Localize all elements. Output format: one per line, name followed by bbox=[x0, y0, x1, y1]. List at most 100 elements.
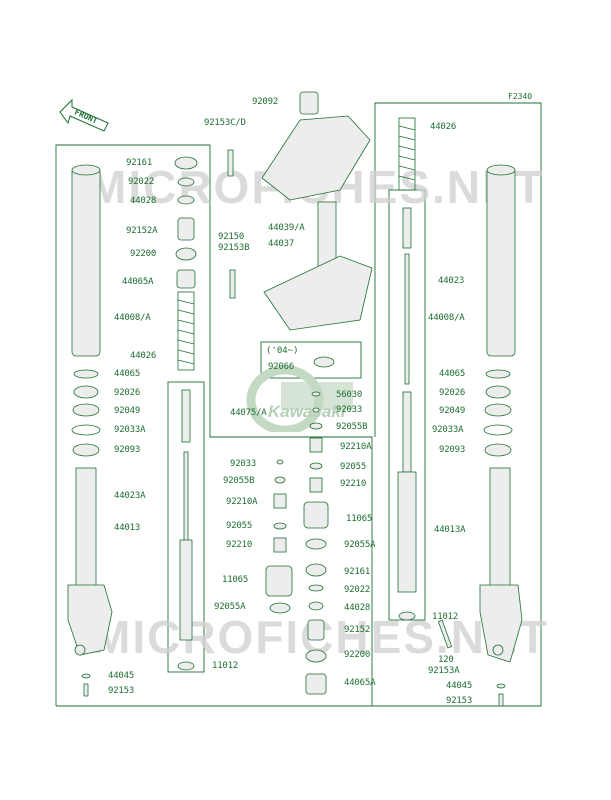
part-label-44013a: 44013A bbox=[434, 525, 466, 535]
part-label-92026: 92026 bbox=[114, 388, 141, 398]
part-label-92033: 92033 bbox=[336, 405, 363, 415]
part-92055b-c2 bbox=[274, 476, 286, 484]
part-label-44065: 44065 bbox=[439, 369, 466, 379]
part-label-92153c-d: 92153C/D bbox=[204, 118, 246, 128]
part-label-92026: 92026 bbox=[439, 388, 466, 398]
part-92055b-c1 bbox=[309, 422, 323, 430]
rod-right bbox=[397, 207, 417, 593]
right-fork-frame bbox=[372, 102, 542, 707]
part-label-44045: 44045 bbox=[108, 671, 135, 681]
part-11012-left bbox=[177, 661, 195, 671]
part-92022-left bbox=[177, 177, 195, 187]
part-label-44013: 44013 bbox=[114, 523, 141, 533]
part-label-92161: 92161 bbox=[344, 567, 371, 577]
part-44065a-left bbox=[176, 269, 196, 289]
figure-id: F2340 bbox=[508, 92, 533, 101]
part-label-92055b: 92055B bbox=[223, 476, 255, 486]
outer-tube-left bbox=[67, 467, 113, 656]
part-92152-c bbox=[307, 619, 325, 641]
part-11012-right bbox=[398, 611, 416, 621]
spring-left bbox=[177, 291, 195, 371]
part-92022-c bbox=[308, 584, 324, 592]
part-44045-left bbox=[81, 673, 91, 679]
part-92210a-c2 bbox=[273, 493, 287, 509]
part-92210-c2 bbox=[273, 537, 287, 553]
part-label-92092: 92092 bbox=[252, 97, 279, 107]
part-label-92150: 92150 bbox=[218, 232, 245, 242]
part-label-11065: 11065 bbox=[222, 575, 249, 585]
part-label-44026: 44026 bbox=[130, 351, 157, 361]
part-label-44037: 44037 bbox=[268, 239, 295, 249]
part-label-44028: 44028 bbox=[130, 196, 157, 206]
bolt-92153-left bbox=[83, 683, 89, 697]
part-label-120: 120 bbox=[438, 655, 454, 665]
bolt-120 bbox=[437, 619, 453, 649]
part-44065a-c bbox=[305, 673, 327, 695]
part-label-44008-a: 44008/A bbox=[428, 313, 465, 323]
part-44065-left bbox=[73, 369, 99, 379]
part-92093-right bbox=[484, 443, 512, 457]
part-92033a-left bbox=[71, 424, 101, 436]
part-label-44075-a: 44075/A bbox=[230, 408, 267, 418]
part-label-92210a: 92210A bbox=[226, 497, 258, 507]
part-label-92055: 92055 bbox=[226, 521, 253, 531]
part-44028-left bbox=[177, 195, 195, 205]
part-label-44026: 44026 bbox=[430, 122, 457, 132]
part-label-44023: 44023 bbox=[438, 276, 465, 286]
part-label-92022: 92022 bbox=[128, 177, 155, 187]
part-92026-left bbox=[73, 385, 99, 399]
part-label-92210a: 92210A bbox=[340, 442, 372, 452]
part-label-11065: 11065 bbox=[346, 514, 373, 524]
part-92200-left bbox=[175, 247, 197, 261]
part-92161-left bbox=[174, 156, 198, 170]
part-92033a-right bbox=[483, 424, 513, 436]
part-label-92152: 92152 bbox=[344, 625, 371, 635]
part-label-44039-a: 44039/A bbox=[268, 223, 305, 233]
fork-tube-right bbox=[486, 164, 516, 357]
part-92066 bbox=[313, 356, 335, 368]
part-label-44065a: 44065A bbox=[122, 277, 154, 287]
part-label-92200: 92200 bbox=[130, 249, 157, 259]
bolt-92153-right bbox=[498, 693, 504, 707]
part-label-92093: 92093 bbox=[439, 445, 466, 455]
part-44045-right bbox=[496, 683, 506, 689]
inner-left-cartridge-frame bbox=[167, 381, 205, 673]
bolt-92153cd bbox=[227, 149, 234, 177]
part-label-92055: 92055 bbox=[340, 462, 367, 472]
part-92026-right bbox=[485, 385, 511, 399]
part-44028-c bbox=[308, 601, 324, 611]
part-44065-right bbox=[485, 369, 511, 379]
part-label-11012: 11012 bbox=[212, 661, 239, 671]
steering-stem bbox=[263, 201, 373, 331]
part-92033-c1 bbox=[312, 407, 320, 413]
part-label-92153b: 92153B bbox=[218, 243, 250, 253]
part-11065-c2 bbox=[265, 565, 293, 597]
part-label-92033a: 92033A bbox=[432, 425, 464, 435]
part-label-44065a: 44065A bbox=[344, 678, 376, 688]
part-92055-c1 bbox=[309, 462, 323, 470]
fork-tube-left bbox=[71, 164, 101, 357]
part-label-44065: 44065 bbox=[114, 369, 141, 379]
part-92210-c1 bbox=[309, 477, 323, 493]
part-label-92153: 92153 bbox=[446, 696, 473, 706]
part-label-92055a: 92055A bbox=[214, 602, 246, 612]
part-label-92033a: 92033A bbox=[114, 425, 146, 435]
part-label-92066: 92066 bbox=[268, 362, 295, 372]
front-arrow-icon bbox=[59, 98, 109, 132]
part-92093-left bbox=[72, 443, 100, 457]
spring-right-top bbox=[398, 117, 416, 191]
part-label-92055b: 92055B bbox=[336, 422, 368, 432]
part-label-92049: 92049 bbox=[114, 406, 141, 416]
part-92055a-c2 bbox=[269, 602, 291, 614]
part-label-44023a: 44023A bbox=[114, 491, 146, 501]
part-label-92153a: 92153A bbox=[428, 666, 460, 676]
part-label-92210: 92210 bbox=[340, 479, 367, 489]
part-92049-left bbox=[72, 403, 100, 417]
part-92152a-left bbox=[177, 217, 195, 241]
part-label-92200: 92200 bbox=[344, 650, 371, 660]
part-label-92055a: 92055A bbox=[344, 540, 376, 550]
bolt-92150 bbox=[229, 269, 236, 299]
part-label-92161: 92161 bbox=[126, 158, 153, 168]
